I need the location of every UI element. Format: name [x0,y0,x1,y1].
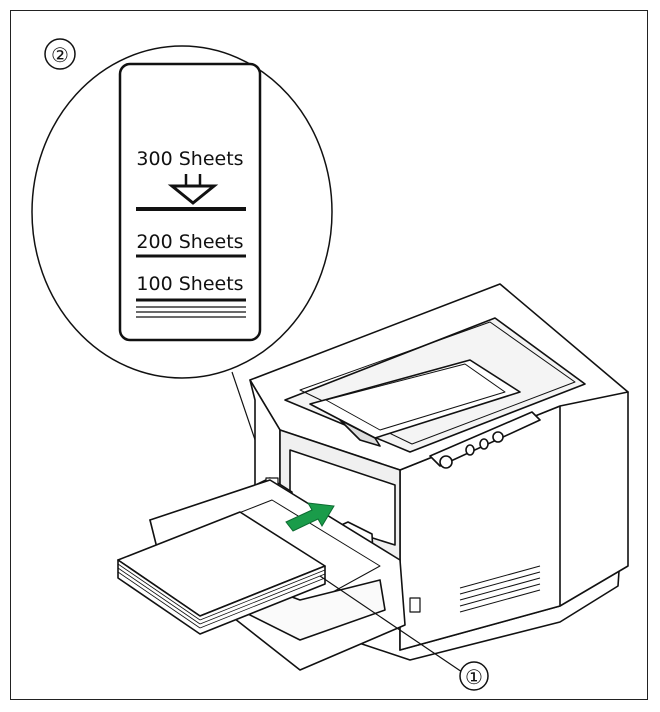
down-arrow-icon [167,174,219,205]
callout-2-number: ② [51,43,69,67]
tray-leader [319,575,463,673]
callout-1: ① [459,661,489,691]
level-lines-100 [136,298,246,318]
label-200-sheets: 200 Sheets [136,231,243,253]
magnifier [31,45,333,379]
callout-1-number: ① [465,665,483,689]
paper-stack [117,511,326,635]
feed-direction-arrow-icon [285,502,335,532]
label-100-sheets: 100 Sheets [136,273,243,295]
label-300-sheets: 300 Sheets [136,148,243,170]
callout-2: ② [44,38,76,70]
